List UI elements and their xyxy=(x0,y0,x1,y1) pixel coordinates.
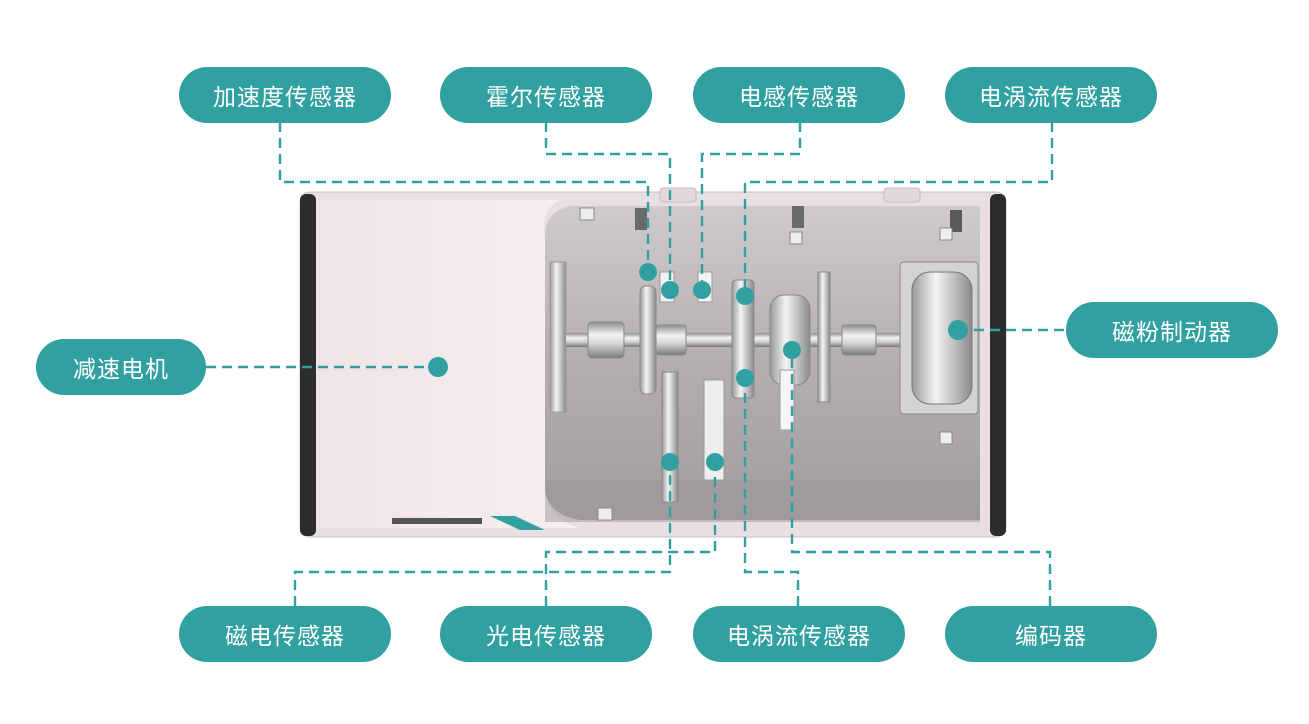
label-encoder: 编码器 xyxy=(945,606,1157,662)
motor-housing xyxy=(316,200,580,528)
marker-dots xyxy=(428,263,968,471)
marker-photo xyxy=(706,453,724,471)
marker-eddy-bottom xyxy=(736,369,754,387)
leader-inductive xyxy=(700,122,802,290)
marker-motor xyxy=(428,357,448,377)
leader-encoder xyxy=(790,350,1052,606)
label-hall-sensor: 霍尔传感器 xyxy=(440,67,652,123)
label-eddy-current-sensor-top: 电涡流传感器 xyxy=(945,67,1157,123)
label-magnetic-powder-brake: 磁粉制动器 xyxy=(1066,302,1278,358)
marker-encoder xyxy=(783,341,801,359)
marker-brake xyxy=(948,320,968,340)
leader-accel xyxy=(278,122,650,272)
leader-lines xyxy=(206,122,1064,606)
marker-magnetic xyxy=(661,453,679,471)
drive-train xyxy=(549,261,979,503)
label-reduction-motor: 减速电机 xyxy=(36,339,206,395)
label-eddy-current-sensor-bottom: 电涡流传感器 xyxy=(693,606,905,662)
leader-magnetic xyxy=(293,462,672,606)
leader-hall xyxy=(544,122,672,290)
marker-eddy-top xyxy=(736,287,754,305)
label-photoelectric-sensor: 光电传感器 xyxy=(440,606,652,662)
leader-eddy-top xyxy=(743,122,1054,296)
label-magnetoelectric-sensor: 磁电传感器 xyxy=(179,606,391,662)
marker-hall xyxy=(661,281,679,299)
label-inductive-sensor: 电感传感器 xyxy=(693,67,905,123)
label-accelerometer: 加速度传感器 xyxy=(179,67,391,123)
test-chamber xyxy=(545,206,980,520)
marker-accel xyxy=(639,263,657,281)
leader-eddy-bottom xyxy=(743,378,800,606)
marker-inductive xyxy=(693,281,711,299)
